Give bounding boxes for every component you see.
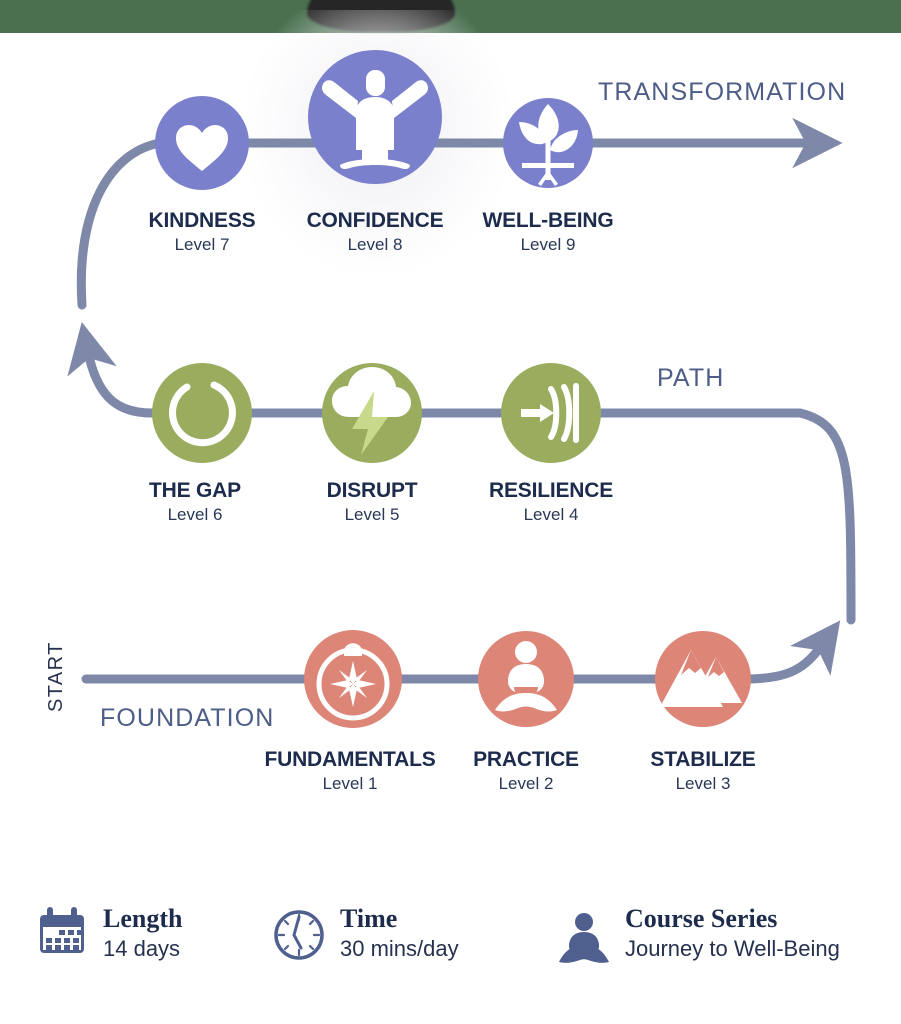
path-to-transformation-curve — [67, 322, 157, 418]
open-circle-icon — [168, 381, 236, 447]
label-confidence: CONFIDENCE Level 8 — [275, 209, 475, 255]
calendar-icon — [33, 905, 91, 963]
node-title: FUNDAMENTALS — [264, 748, 436, 771]
node-level: Level 3 — [675, 773, 731, 793]
label-fundamentals: FUNDAMENTALS Level 1 — [250, 748, 450, 794]
node-resilience[interactable] — [501, 363, 601, 463]
node-title: KINDNESS — [148, 209, 256, 232]
label-kindness: KINDNESS Level 7 — [102, 209, 302, 255]
footer-title: Course Series — [625, 904, 778, 934]
label-stabilize: STABILIZE Level 3 — [603, 748, 803, 794]
footer-text: Time 30 mins/day — [340, 905, 459, 963]
person-arms-raised-icon — [322, 70, 428, 169]
node-title: PRACTICE — [473, 748, 579, 771]
heart-icon — [176, 125, 228, 171]
node-level: Level 6 — [167, 504, 223, 524]
node-title: WELL-BEING — [482, 209, 614, 232]
node-title: RESILIENCE — [488, 479, 614, 502]
clock-icon — [270, 905, 328, 963]
label-resilience: RESILIENCE Level 4 — [451, 479, 651, 525]
node-level: Level 9 — [520, 234, 576, 254]
label-practice: PRACTICE Level 2 — [426, 748, 626, 794]
phase-label-transformation: TRANSFORMATION — [598, 78, 847, 106]
transformation-entry-curve — [76, 138, 165, 310]
storm-cloud-lightning-icon — [332, 367, 411, 455]
footer-item-time: Time 30 mins/day — [270, 905, 459, 963]
footer-text: Length 14 days — [103, 905, 182, 963]
footer-value: 30 mins/day — [340, 936, 459, 962]
plant-leaves-icon — [519, 104, 578, 186]
label-the-gap: THE GAP Level 6 — [95, 479, 295, 525]
course-meta-footer: Length 14 days — [0, 895, 901, 995]
footer-value: 14 days — [103, 936, 181, 962]
meditating-person-icon — [495, 641, 557, 712]
label-well-being: WELL-BEING Level 9 — [448, 209, 648, 255]
node-the-gap[interactable] — [152, 363, 252, 463]
phase-label-path: PATH — [657, 364, 725, 392]
footer-item-course-series: Course Series Journey to Well-Being — [555, 905, 840, 963]
mountains-icon — [660, 650, 742, 707]
node-disrupt[interactable] — [322, 363, 422, 463]
footer-item-length: Length 14 days — [33, 905, 182, 963]
node-fundamentals[interactable] — [304, 630, 402, 728]
node-title: STABILIZE — [650, 748, 756, 771]
node-title: THE GAP — [149, 479, 241, 502]
path-right-curve — [599, 408, 856, 625]
node-practice[interactable] — [478, 631, 574, 727]
node-title: CONFIDENCE — [306, 209, 444, 232]
node-level: Level 2 — [498, 773, 554, 793]
footer-text: Course Series Journey to Well-Being — [625, 905, 840, 963]
node-kindness[interactable] — [155, 96, 249, 190]
node-level: Level 5 — [344, 504, 400, 524]
arrow-through-waves-icon — [521, 383, 579, 443]
start-label: START — [45, 641, 67, 712]
node-confidence[interactable] — [308, 50, 442, 184]
node-stabilize[interactable] — [655, 631, 751, 727]
footer-title: Time — [340, 904, 398, 934]
node-level: Level 1 — [322, 773, 378, 793]
node-level: Level 4 — [523, 504, 579, 524]
node-title: DISRUPT — [326, 479, 418, 502]
phase-label-foundation: FOUNDATION — [100, 704, 275, 732]
meditating-person-icon — [555, 905, 613, 963]
footer-title: Length — [103, 904, 183, 934]
foundation-to-path-curve — [740, 620, 841, 684]
node-level: Level 8 — [347, 234, 403, 254]
label-disrupt: DISRUPT Level 5 — [272, 479, 472, 525]
compass-icon — [316, 643, 390, 721]
footer-value: Journey to Well-Being — [625, 936, 840, 962]
node-level: Level 7 — [174, 234, 230, 254]
node-well-being[interactable] — [503, 98, 593, 188]
